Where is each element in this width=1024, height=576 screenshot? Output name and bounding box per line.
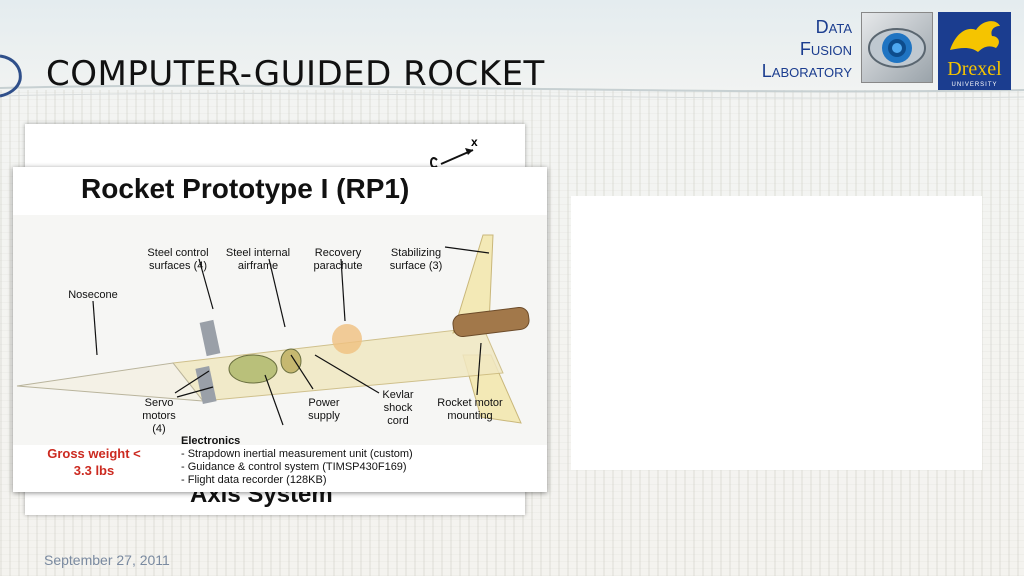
electronics-heading: Electronics: [181, 435, 241, 447]
lab-line-1: Data: [815, 17, 852, 37]
slide-title: COMPUTER-GUIDED ROCKET: [46, 54, 545, 94]
dragon-icon: [950, 21, 1000, 52]
label-motor-mount: Rocket motor mounting: [437, 397, 503, 422]
label-recovery: Recovery parachute: [313, 247, 363, 272]
university-label: UNIVERSITY: [951, 82, 998, 88]
electronics-item: - Flight data recorder (128KB): [181, 474, 327, 486]
label-steel-control: Steel control surfaces (4): [147, 247, 209, 272]
rocket-prototype-figure: Rocket Prototype I (RP1) Steel control s…: [13, 167, 547, 492]
label-kevlar: Kevlar shock cord: [382, 389, 414, 427]
rocket-diagram: [13, 215, 547, 445]
lab-line-2: Fusion: [799, 39, 852, 59]
eye-icon: [868, 28, 926, 68]
rocket-figure-title: Rocket Prototype I (RP1): [81, 173, 410, 204]
label-servo: Servo motors (4): [142, 397, 176, 435]
label-nosecone: Nosecone: [68, 289, 118, 301]
gross-weight: Gross weight < 3.3 lbs: [47, 446, 141, 478]
header-swoosh: [0, 54, 1024, 99]
electronics-item: - Strapdown inertial measurement unit (c…: [181, 448, 413, 460]
blank-content-box: [571, 196, 982, 470]
label-power: Power supply: [308, 397, 340, 422]
axis-diagram: x: [430, 135, 478, 169]
lab-line-3: Laboratory: [761, 61, 852, 81]
drexel-wordmark: Drexel: [947, 58, 1002, 80]
electronics-list: Electronics - Strapdown inertial measure…: [181, 435, 413, 487]
drexel-logo: Drexel UNIVERSITY: [938, 12, 1011, 90]
label-steel-internal: Steel internal airframe: [225, 247, 291, 272]
data-fusion-logo: [861, 12, 933, 83]
axis-x-label: x: [471, 135, 478, 149]
slide-date: September 27, 2011: [44, 552, 170, 568]
label-stabilizing: Stabilizing surface (3): [389, 247, 443, 272]
electronics-item: - Guidance & control system (TIMSP430F16…: [181, 461, 407, 473]
lab-name: Data Fusion Laboratory: [762, 16, 852, 82]
